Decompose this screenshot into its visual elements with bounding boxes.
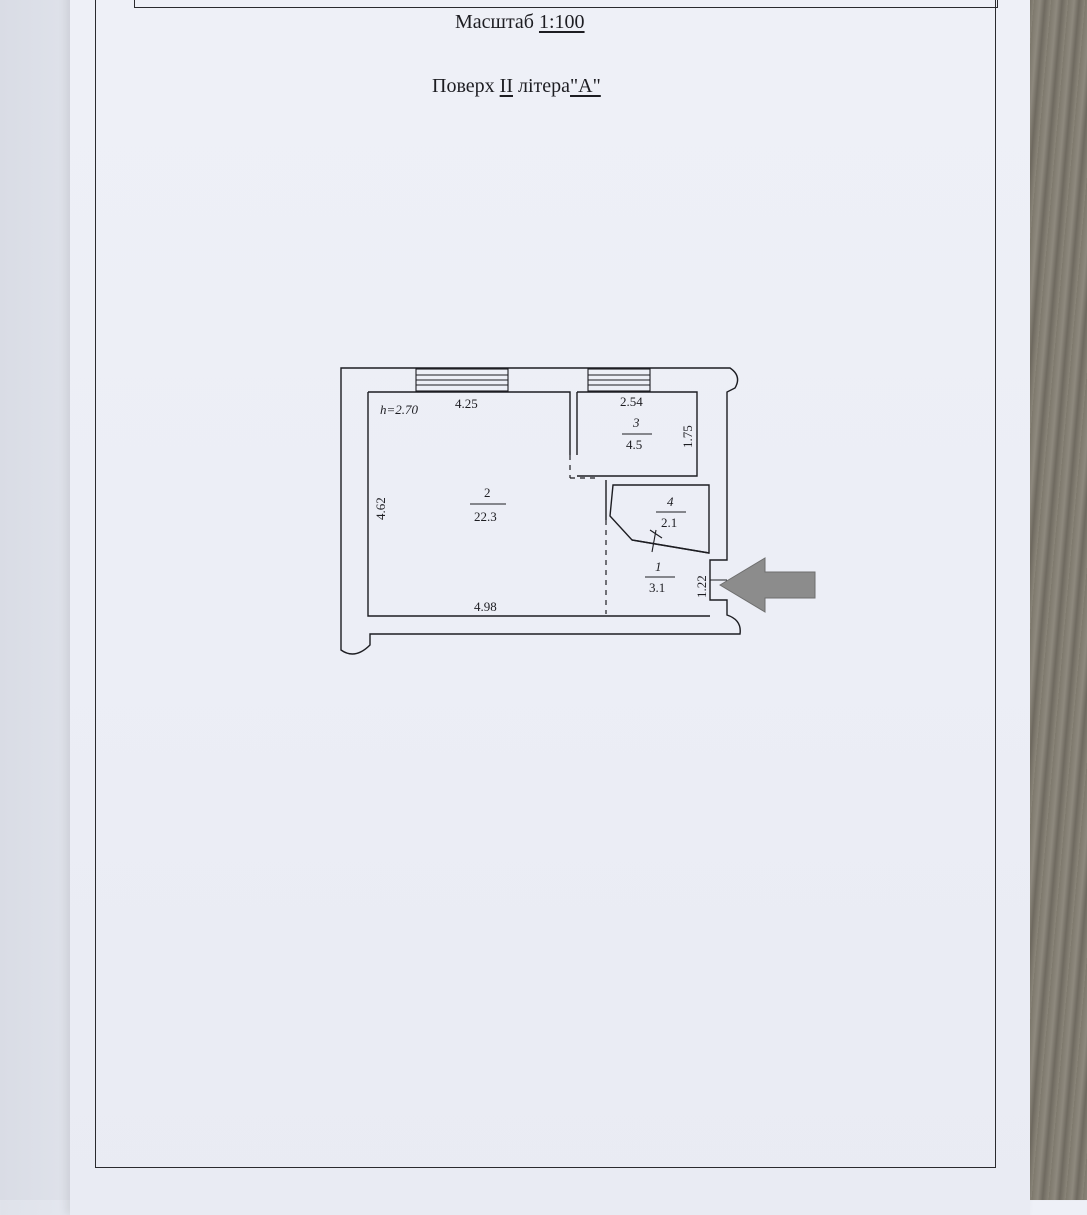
frame-left-border xyxy=(95,0,96,1168)
title-block-border xyxy=(134,0,998,8)
room3-number: 3 xyxy=(632,415,640,430)
dim-right-room1: 1.22 xyxy=(694,575,709,598)
door-leaf xyxy=(649,529,663,539)
windows xyxy=(415,368,651,392)
room2-wall xyxy=(367,391,710,617)
dim-top-room3: 2.54 xyxy=(620,394,643,409)
ceiling-height-label: h=2.70 xyxy=(380,402,419,417)
outer-wall xyxy=(340,367,741,655)
dim-right-room3: 1.75 xyxy=(680,425,695,448)
room1-area: 3.1 xyxy=(649,580,665,595)
dim-bottom-room2: 4.98 xyxy=(474,599,497,614)
frame-bottom-border xyxy=(95,1167,996,1168)
document-sheet xyxy=(70,0,1030,1215)
room2-area: 22.3 xyxy=(474,509,497,524)
room4-area: 2.1 xyxy=(661,515,677,530)
plan-walls xyxy=(340,367,741,655)
letter-prefix: літера xyxy=(517,75,571,97)
floor-heading: Поверх II літера"А" xyxy=(432,75,601,98)
room2-number: 2 xyxy=(484,485,491,500)
door-marks xyxy=(649,529,727,581)
room4-wall xyxy=(609,484,710,554)
room4-number: 4 xyxy=(667,494,674,509)
scale-heading: Масштаб 1:100 xyxy=(455,11,585,34)
scale-value: 1:100 xyxy=(538,11,585,33)
open-passages xyxy=(569,455,607,614)
floor-prefix: Поверх xyxy=(432,75,495,97)
frame-right-border xyxy=(995,0,996,1168)
room1-number: 1 xyxy=(655,559,662,574)
room1-wall xyxy=(605,480,710,554)
scale-prefix: Масштаб xyxy=(455,11,534,33)
room3-wall xyxy=(577,391,698,477)
dim-left-room2: 4.62 xyxy=(373,497,388,520)
floor-number: II xyxy=(499,75,513,97)
dim-top-room2: 4.25 xyxy=(455,396,478,411)
entrance-tick xyxy=(651,529,657,553)
letter-value: "А" xyxy=(570,75,601,97)
entrance-arrow xyxy=(719,557,816,613)
room3-area: 4.5 xyxy=(626,437,642,452)
